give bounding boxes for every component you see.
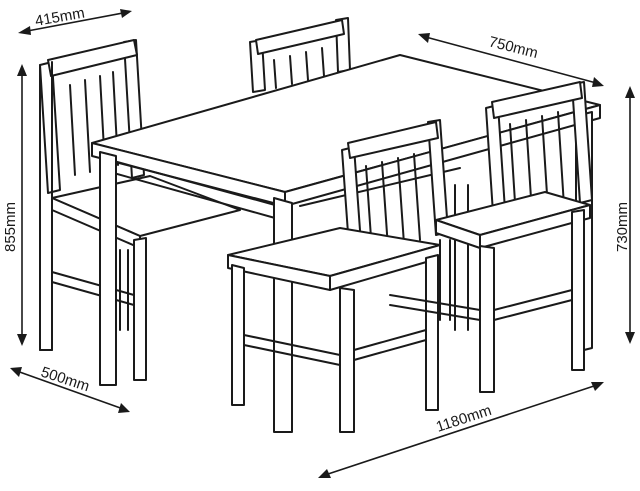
table-height-label: 730mm	[614, 202, 631, 252]
dimension-chair-height: 855mm	[2, 64, 27, 346]
chair-depth-label: 500mm	[39, 364, 92, 396]
chair-height-label: 855mm	[2, 202, 19, 252]
chair-front-right	[389, 81, 593, 393]
table-depth-label: 750mm	[487, 33, 540, 62]
chair-back-center	[249, 17, 351, 93]
dimension-table-length: 1180mm	[318, 382, 604, 478]
dimension-chair-width: 415mm	[18, 5, 132, 35]
chair-back-left	[39, 39, 241, 381]
table-length-label: 1180mm	[434, 402, 494, 436]
chair-width-label: 415mm	[34, 5, 86, 30]
dimension-table-height: 730mm	[614, 86, 635, 344]
